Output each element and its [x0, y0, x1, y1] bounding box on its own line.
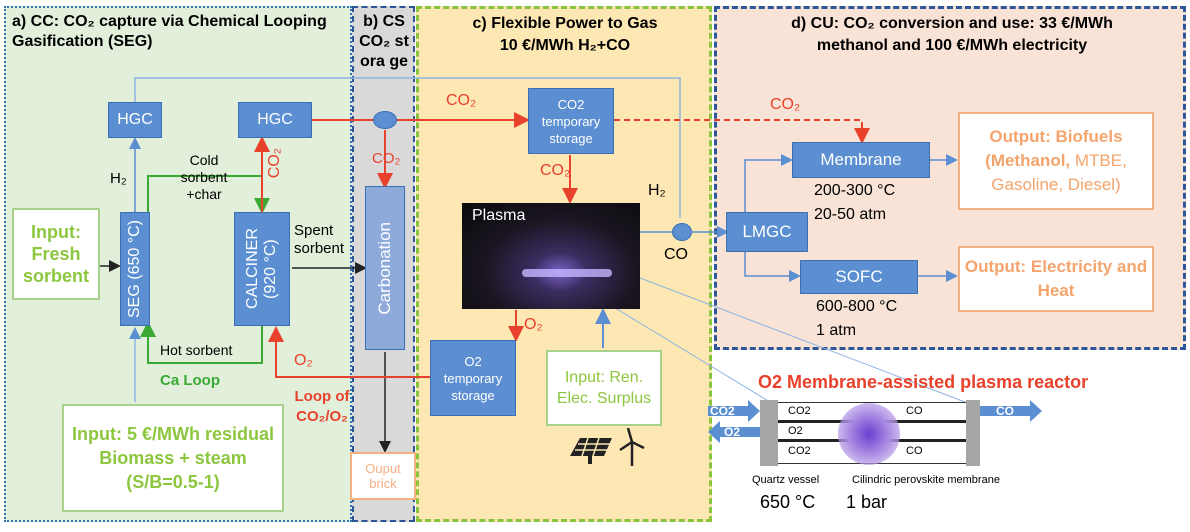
co2-label-c: CO₂ — [540, 162, 571, 179]
plasma-glow-reactor — [838, 403, 900, 465]
ca-loop-label: Ca Loop — [160, 372, 220, 389]
loop-of-label-2: CO₂/O₂ — [296, 408, 348, 425]
output-biofuels-list: (Methanol, MTBE, Gasoline, Diesel) — [964, 149, 1148, 197]
reactor-title: O2 Membrane-assisted plasma reactor — [758, 372, 1089, 392]
reactor-row3-right: CO — [906, 445, 923, 457]
hot-sorbent-label: Hot sorbent — [160, 342, 233, 358]
wind-turbine-icon — [619, 428, 645, 466]
seg-label: SEG (650 °C) — [126, 220, 143, 318]
sofc-box: SOFC — [800, 260, 918, 294]
o2-temporary-storage: O2 temporary storage — [430, 340, 516, 416]
co2-vertical-label: CO₂ — [266, 148, 284, 183]
co-label: CO — [664, 246, 688, 263]
plasma-image: Plasma — [462, 203, 640, 309]
hgc-box-1: HGC — [108, 102, 162, 138]
co2-split-node — [373, 111, 397, 129]
reactor-left-flange — [760, 400, 778, 466]
hgc-box-2: HGC — [238, 102, 312, 138]
reactor-co-out: CO — [996, 404, 1014, 418]
reactor-co2-in: CO2 — [710, 404, 735, 418]
output-brick-box: Ouput brick — [350, 452, 416, 500]
membrane-temp: 200-300 °C — [814, 182, 896, 199]
reactor-temperature: 650 °C — [760, 492, 816, 512]
input-fresh-sorbent: Input: Fresh sorbent — [12, 208, 100, 300]
input-ren-surplus: Input: Ren. Elec. Surplus — [546, 350, 662, 426]
reactor-pressure: 1 bar — [846, 492, 888, 512]
cold-sorbent-label: Cold sorbent +char — [180, 152, 228, 202]
membrane-box: Membrane — [792, 142, 930, 178]
reactor-o2-arrow — [708, 421, 760, 443]
plasma-label: Plasma — [472, 207, 526, 224]
spent-sorbent-label: Spent sorbent — [294, 222, 345, 257]
co2-temporary-storage: CO2 temporary storage — [528, 88, 614, 154]
input-biomass: Input: 5 €/MWh residual Biomass + steam … — [62, 404, 284, 512]
carbonation-box: Carbonation — [365, 186, 405, 350]
output-electricity: Output: Electricity and Heat — [958, 246, 1154, 312]
output-biofuels-rest: MTBE, Gasoline, Diesel) — [991, 151, 1127, 194]
panel-c-title-2: 10 €/MWh H₂+CO — [499, 37, 631, 54]
h2-label-left: H₂ — [110, 170, 127, 187]
co-merge-node — [672, 223, 692, 241]
reactor-outlet-arrow — [978, 400, 1042, 422]
o2-loop-label: O₂ — [294, 352, 313, 369]
output-biofuels-title: Output: Biofuels — [989, 127, 1123, 146]
solar-wind-icon — [570, 428, 645, 466]
reactor-row1-left: CO2 — [788, 405, 811, 417]
plasma-glow — [522, 269, 612, 277]
reactor-row2-left: O2 — [788, 425, 803, 437]
panel-d-title-1: d) CU: CO₂ conversion and use: 33 €/MWh — [791, 15, 1113, 32]
panel-b-title: b) CS CO₂ stora ge — [359, 13, 409, 70]
sofc-pressure: 1 atm — [816, 322, 857, 339]
carbonation-label: Carbonation — [375, 221, 394, 315]
panel-a-title: a) CC: CO₂ capture via Chemical Looping … — [12, 13, 327, 50]
co2-label-d: CO₂ — [770, 96, 801, 113]
sofc-temp: 600-800 °C — [816, 298, 898, 315]
reactor-inlet-arrow — [708, 400, 760, 422]
reactor-o2-out: O2 — [724, 425, 741, 439]
output-biofuels: Output: Biofuels (Methanol, MTBE, Gasoli… — [958, 112, 1154, 210]
co2-label-top: CO₂ — [446, 92, 477, 109]
reactor-right-flange — [966, 400, 980, 466]
co2-vertical-text: CO₂ — [266, 148, 283, 179]
output-biofuels-methanol: (Methanol, — [985, 151, 1071, 170]
reactor-row1-right: CO — [906, 405, 923, 417]
loop-of-label-1: Loop of — [294, 388, 350, 405]
seg-box: SEG (650 °C) — [120, 212, 150, 326]
o2-label-c: O₂ — [524, 316, 543, 333]
co2-label-b: CO₂ — [372, 150, 401, 167]
calciner-box: CALCINER (920 °C) — [234, 212, 290, 326]
calciner-label: CALCINER (920 °C) — [244, 228, 279, 310]
solar-panel-icon — [570, 437, 612, 464]
quartz-vessel-label: Quartz vessel — [752, 474, 820, 486]
reactor-tube: CO2 CO O2 CO2 CO — [778, 402, 966, 465]
h2-label-right: H₂ — [648, 182, 666, 199]
membrane-pressure: 20-50 atm — [814, 206, 887, 223]
panel-d-title-2: methanol and 100 €/MWh electricity — [816, 37, 1088, 54]
reactor-row3-left: CO2 — [788, 445, 811, 457]
perovskite-membrane-label: Cilindric perovskite membrane — [852, 474, 1000, 486]
lmgc-box: LMGC — [726, 212, 808, 252]
panel-c-title-1: c) Flexible Power to Gas — [472, 15, 658, 32]
